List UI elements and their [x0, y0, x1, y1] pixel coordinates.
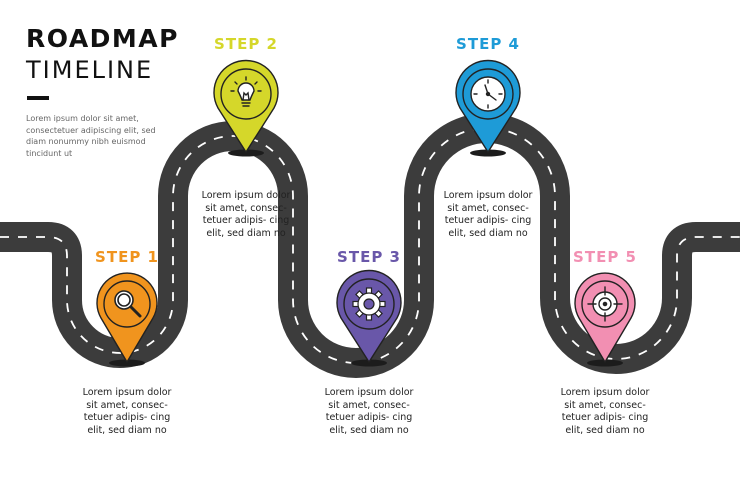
title-line-2: TIMELINE: [26, 56, 154, 84]
step-2-description: Lorem ipsum dolor sit amet, consec- tetu…: [201, 190, 291, 239]
step-3-label: STEP 3: [337, 248, 401, 266]
lightbulb-icon: [230, 76, 262, 107]
step-1-description: Lorem ipsum dolor sit amet, consec- tetu…: [82, 387, 172, 436]
pin-shadow: [109, 359, 145, 367]
pin-shadow: [351, 359, 387, 367]
target-icon: [587, 286, 623, 322]
step-4-description: Lorem ipsum dolor sit amet, consec- tetu…: [443, 190, 533, 239]
step-5-pin: [574, 272, 636, 363]
step-1-pin: [96, 272, 158, 363]
step-4-label: STEP 4: [456, 35, 520, 53]
step-2-pin: [213, 59, 279, 153]
step-1-label: STEP 1: [95, 248, 159, 266]
gear-icon: [352, 287, 386, 321]
title-line-1: ROADMAP: [26, 24, 179, 53]
step-2-label: STEP 2: [214, 35, 278, 53]
intro-text: Lorem ipsum dolor sit amet, consectetuer…: [26, 114, 156, 158]
magnifier-icon: [114, 290, 142, 318]
step-3-pin: [336, 269, 402, 363]
step-5-description: Lorem ipsum dolor sit amet, consec- tetu…: [560, 387, 650, 436]
step-4-pin: [455, 59, 521, 153]
clock-icon: [470, 76, 506, 112]
step-3-description: Lorem ipsum dolor sit amet, consec- tetu…: [324, 387, 414, 436]
step-5-label: STEP 5: [573, 248, 637, 266]
pin-shadow: [587, 359, 623, 367]
pin-shadow: [228, 149, 264, 157]
pin-shadow: [470, 149, 506, 157]
title-underline: [27, 96, 49, 100]
